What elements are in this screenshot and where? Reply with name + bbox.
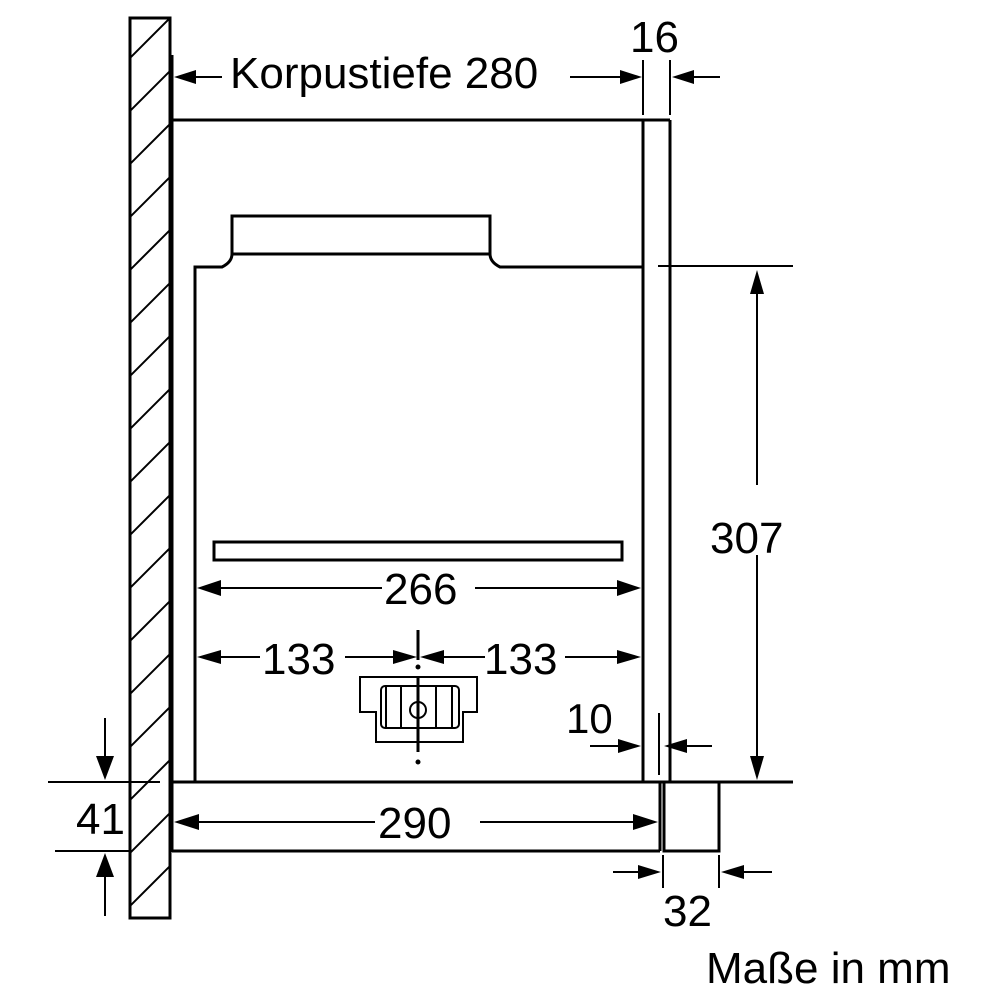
label-32: 32 bbox=[663, 887, 712, 936]
label-133-left: 133 bbox=[262, 635, 335, 684]
dim-133-pair: 133 133 bbox=[197, 635, 641, 684]
dim-16: 16 bbox=[630, 13, 720, 115]
dim-10: 10 bbox=[566, 695, 712, 775]
hood-inner-box bbox=[193, 214, 643, 782]
label-10: 10 bbox=[566, 695, 613, 742]
wall-hatched bbox=[128, 16, 172, 920]
label-290: 290 bbox=[378, 799, 451, 848]
fan-motor-icon bbox=[359, 630, 478, 765]
label-41: 41 bbox=[76, 795, 125, 844]
cabinet-body bbox=[170, 55, 672, 852]
dim-41: 41 bbox=[48, 718, 160, 916]
dim-290: 290 bbox=[174, 799, 658, 848]
label-korpustiefe: Korpustiefe 280 bbox=[230, 49, 538, 98]
units-note: Maße in mm bbox=[706, 944, 950, 993]
dim-korpustiefe: Korpustiefe 280 bbox=[174, 49, 642, 98]
dim-266: 266 bbox=[197, 565, 641, 614]
label-307: 307 bbox=[710, 514, 783, 563]
dim-32: 32 bbox=[613, 855, 772, 936]
dim-307: 307 bbox=[658, 265, 793, 780]
label-16: 16 bbox=[630, 13, 679, 62]
label-266: 266 bbox=[384, 565, 457, 614]
label-133-right: 133 bbox=[484, 635, 557, 684]
bottom-panel bbox=[172, 780, 793, 853]
filter-strip bbox=[212, 540, 624, 562]
